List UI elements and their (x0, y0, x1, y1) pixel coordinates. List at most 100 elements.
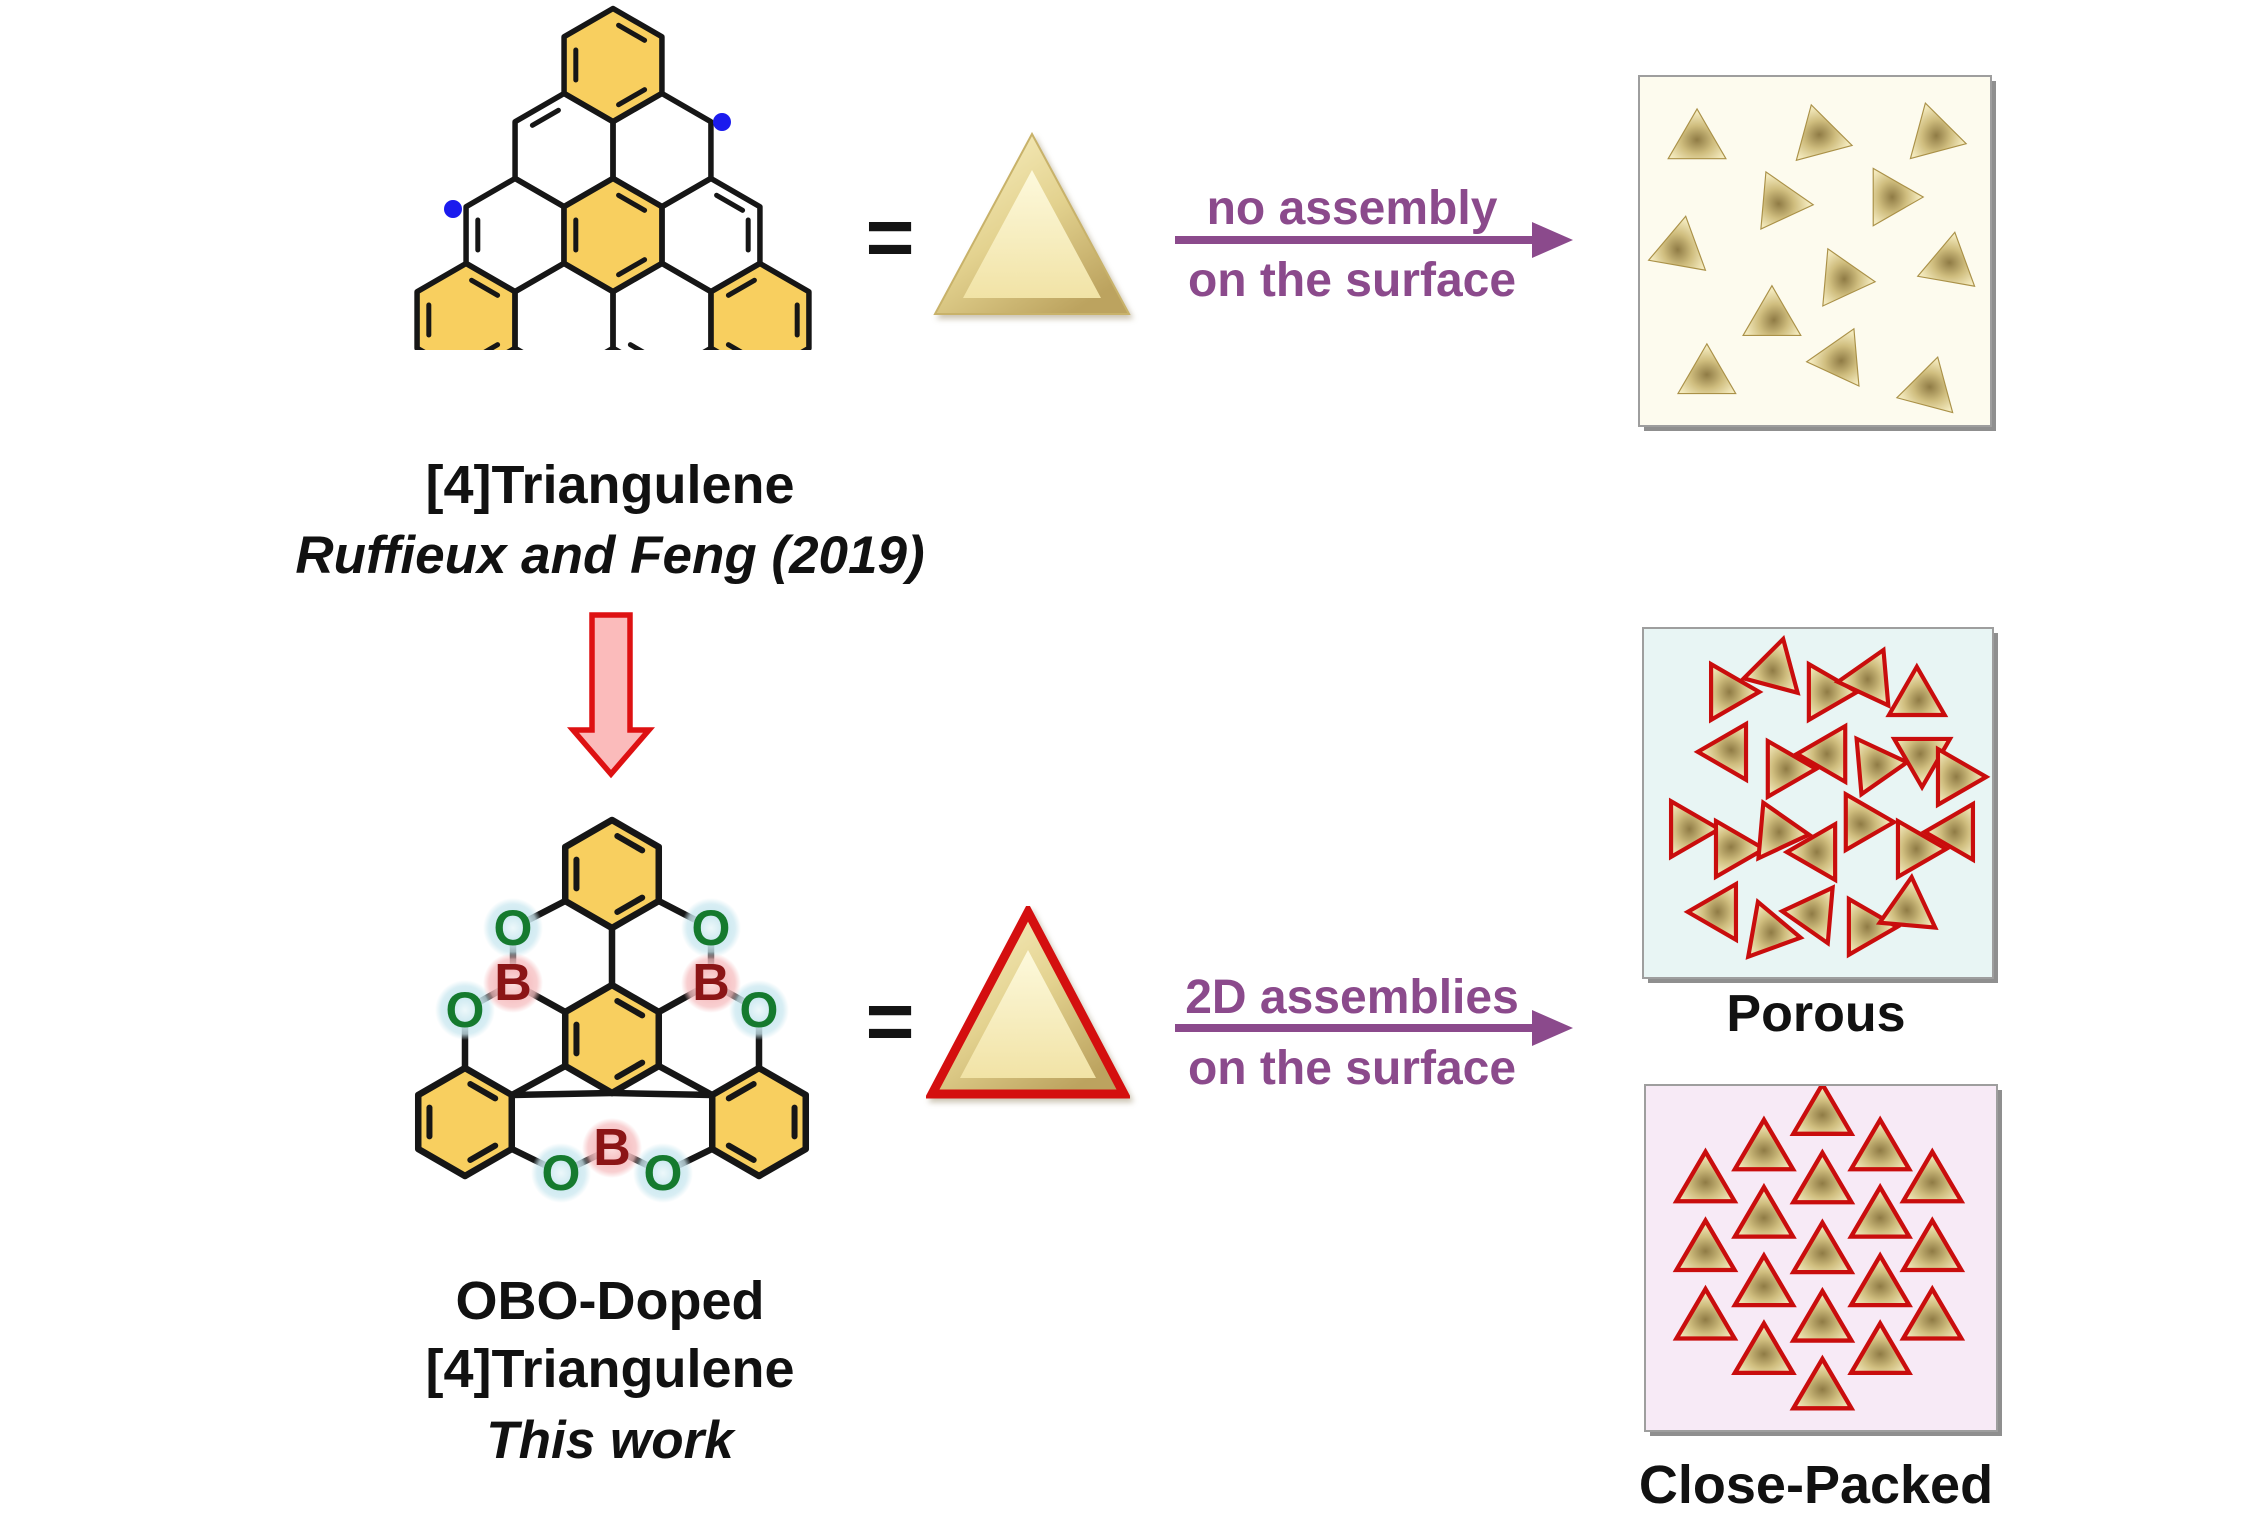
triangulene-triangle-marker (1676, 1289, 1734, 1338)
double-bond (714, 192, 746, 213)
triangulene-triangle-marker (1872, 167, 1924, 227)
double-bond (469, 277, 501, 298)
triangulene-triangle-marker (1938, 749, 1986, 805)
triangulene-triangle-marker (1889, 667, 1959, 739)
triangulene-triangle-marker (1903, 1152, 1961, 1201)
triangulene-triangle-marker (1676, 1221, 1734, 1270)
triangulene-triangle-marker (1677, 343, 1737, 395)
arrow2-label-line1: 2D assemblies (1185, 971, 1519, 1024)
triangulene-triangle-marker (1822, 248, 1879, 311)
triangulene-triangle-marker (1851, 1187, 1909, 1236)
triangulene-triangle-marker (1793, 1359, 1851, 1408)
oxygen-halo (435, 980, 495, 1040)
oxygen-label: O (740, 982, 779, 1038)
triangulene-triangle-marker (1851, 1256, 1909, 1305)
triangulene-triangle-marker (1782, 96, 1853, 161)
porous-panel-label: Porous (1726, 985, 1906, 1043)
triangle-model-plain (933, 131, 1131, 315)
oxygen-label: O (446, 982, 485, 1038)
triangulene-triangle-marker (1736, 171, 1814, 247)
double-bond (467, 1081, 499, 1102)
porous-assembly-panel (1642, 627, 1994, 979)
boron-label: B (494, 954, 532, 1012)
triangulene-triangle-marker (1909, 102, 1975, 173)
triangulene-triangle-marker (1851, 1120, 1909, 1169)
triangulene-triangle-marker (1793, 1086, 1851, 1134)
triangulene-triangle-marker (1735, 1323, 1793, 1372)
triangulene-triangle-marker (1903, 1221, 1961, 1270)
triangulene-triangle-marker (1742, 285, 1816, 361)
oxygen-label: O (494, 900, 533, 956)
double-bond (725, 277, 757, 298)
triangulene-triangle-marker (1688, 884, 1736, 940)
triangulene-triangle-marker (1896, 349, 1967, 414)
oxygen-label: O (692, 900, 731, 956)
triangulene-triangle-marker (1917, 226, 1984, 287)
triangulene-triangle-marker (1676, 1152, 1734, 1201)
radical-dot (713, 113, 731, 131)
bond (508, 1062, 569, 1099)
oxygen-halo (483, 898, 543, 958)
equals-sign-top: = (865, 190, 915, 284)
oxygen-halo (729, 980, 789, 1040)
oxygen-halo (531, 1143, 591, 1203)
arrow1-label-line1: no assembly (1206, 182, 1498, 235)
double-bond (725, 1081, 757, 1102)
scattered-triangles-graphic (1640, 96, 1984, 414)
double-bond (616, 257, 648, 278)
triangulene-triangle-marker (1903, 1289, 1961, 1338)
triangulene-triangle-marker (1793, 1153, 1851, 1202)
triangulene-triangle-marker (1793, 1291, 1851, 1340)
molecule1-reference: Ruffieux and Feng (2019) (295, 526, 925, 585)
triangulene-triangle-marker (1806, 328, 1884, 404)
triangle-model-red-outlined (926, 906, 1130, 1099)
triangulene-triangle-marker (1793, 1223, 1851, 1272)
triangulene-triangle-marker (1735, 1120, 1793, 1169)
bond (508, 1089, 616, 1099)
porous-triangles-graphic (1644, 629, 1992, 977)
2d-assemblies-arrow-icon (1175, 1010, 1573, 1046)
transformation-down-arrow-icon (566, 612, 656, 779)
double-bond (616, 87, 648, 108)
oxygen-halo (633, 1143, 693, 1203)
double-bond (614, 1059, 646, 1080)
molecule1-name: [4]Triangulene (425, 455, 795, 515)
triangulene-triangle-marker (1735, 1187, 1793, 1236)
triangulene-triangle-marker (1667, 108, 1727, 160)
close-packed-panel-label: Close-Packed (1638, 1455, 1994, 1515)
close-packed-triangles-graphic (1646, 1086, 1996, 1430)
triangulene-triangle-marker (1671, 801, 1719, 857)
oxygen-label: O (644, 1145, 683, 1201)
double-bond (614, 998, 646, 1019)
radical-dot (444, 200, 462, 218)
bond (608, 1089, 716, 1099)
boron-halo (582, 1118, 642, 1178)
close-packed-assembly-panel (1644, 1084, 1998, 1432)
equals-sign-bottom: = (865, 974, 915, 1068)
molecule2-name-line2: [4]Triangulene (425, 1339, 795, 1399)
arrow2-label-line2: on the surface (1187, 1042, 1517, 1095)
bond (655, 1062, 716, 1099)
double-bond (483, 342, 501, 350)
double-bond (614, 833, 646, 854)
triangulene-triangle-marker (1698, 710, 1770, 780)
triangulene-triangle-marker (1735, 1256, 1793, 1305)
no-assembly-panel (1638, 75, 1992, 427)
boron-label: B (692, 954, 730, 1012)
double-bond (627, 342, 645, 350)
triangulene-triangle-marker (1640, 215, 1707, 288)
boron-label: B (593, 1119, 631, 1177)
arrow1-label-line2: on the surface (1187, 254, 1517, 307)
oxygen-halo (681, 898, 741, 958)
molecule2-name-line1: OBO-Doped (455, 1271, 765, 1331)
triangulene-triangle-marker (1851, 1323, 1909, 1372)
double-bond (725, 342, 743, 350)
boron-halo (483, 953, 543, 1013)
benzene-ring (414, 260, 518, 350)
double-bond (467, 1142, 499, 1163)
double-bond (616, 22, 648, 43)
double-bond (725, 1142, 757, 1163)
double-bond (616, 192, 648, 213)
